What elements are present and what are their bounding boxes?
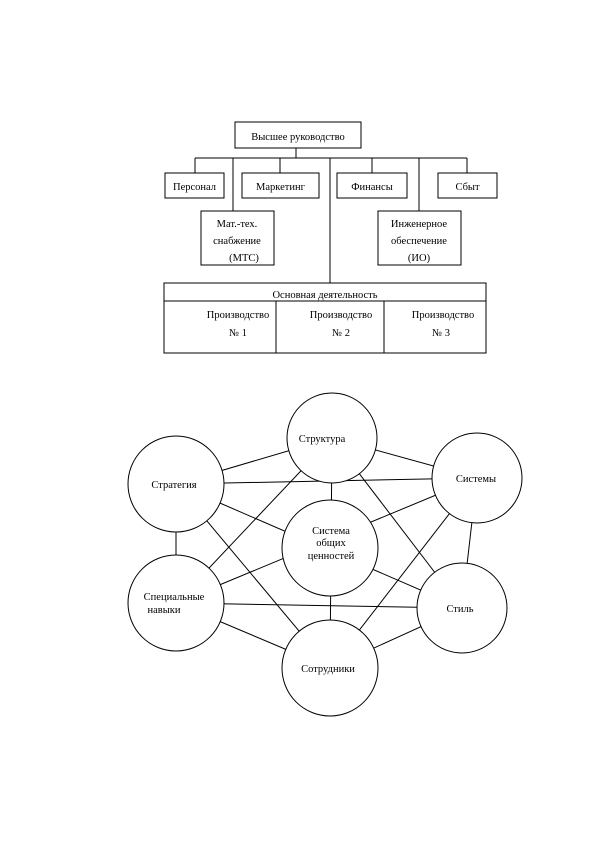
node-systems-label: Системы [456,474,496,485]
department-label-personnel: Персонал [173,182,216,193]
core-activity-box [163,282,487,354]
production-1-line-2: № 1 [229,328,247,339]
department-box-marketing [241,172,320,199]
department-label-marketing: Маркетинг [256,182,306,193]
seven-s-diagram: Структура Стратегия Системы Система общи… [127,392,523,717]
node-skills [127,554,225,652]
node-staff [281,619,379,717]
production-2-line-2: № 2 [332,328,350,339]
production-2-line-1: Производство [310,310,372,321]
core-activity-title: Основная деятельность [272,290,377,301]
core-activity-table: Основная деятельность Производство № 1 П… [163,282,487,354]
org-chart: Высшее руководство Персонал Маркетинг Фи… [163,121,498,354]
node-shared-values-line-2: общих [316,538,346,549]
node-structure-label: Структура [299,434,346,445]
production-3-line-2: № 3 [432,328,450,339]
production-1-line-1: Производство [207,310,269,321]
mts-label-line-3: (МТС) [229,253,259,264]
top-management-box [234,121,362,149]
department-box-personnel [164,172,225,199]
node-strategy [127,435,225,533]
department-label-sales: Сбыт [455,182,480,193]
node-skills-line-1: Специальные [144,592,205,603]
department-box-finance [336,172,408,199]
node-skills-line-2: навыки [147,605,180,616]
engineering-label-line-1: Инженерное [391,219,448,230]
production-3-line-1: Производство [412,310,474,321]
engineering-box [377,210,462,266]
node-style-label: Стиль [446,604,473,615]
top-management-label: Высшее руководство [251,132,345,143]
node-strategy-label: Стратегия [151,480,196,491]
mts-label-line-1: Мат.-тех. [217,219,258,230]
node-shared-values-line-1: Система [312,526,350,537]
node-style [416,562,508,654]
node-shared-values-line-3: ценностей [308,551,355,562]
department-label-finance: Финансы [351,182,393,193]
engineering-label-line-2: обеспечение [391,236,447,247]
node-structure [286,392,378,484]
engineering-label-line-3: (ИО) [408,253,431,264]
mts-label-line-2: снабжение [213,236,261,247]
department-box-sales [437,172,498,199]
mts-box [200,210,275,266]
org-chart-connectors [194,148,468,283]
node-systems [431,432,523,524]
node-shared-values [281,499,379,597]
node-staff-label: Сотрудники [301,664,355,675]
